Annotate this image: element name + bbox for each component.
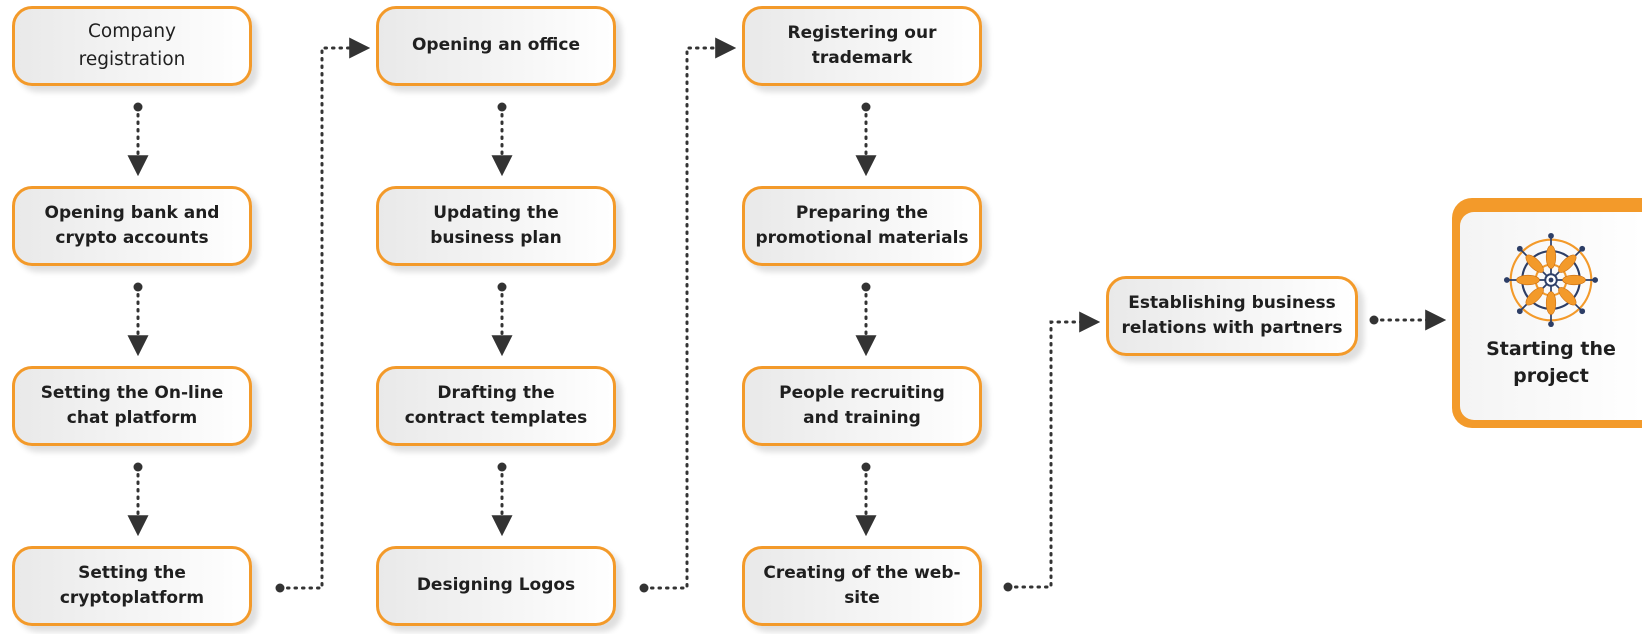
step-opening-office: Opening an office	[376, 6, 616, 86]
final-step-starting-project: Starting the project	[1460, 212, 1642, 420]
step-label: Company registration	[78, 21, 186, 70]
step-label: Setting the On-line chat platform	[40, 382, 224, 429]
step-label: Opening bank and crypto accounts	[44, 202, 220, 249]
step-opening-bank-accounts: Opening bank and crypto accounts	[12, 186, 252, 266]
step-updating-business-plan: Updating the business plan	[376, 186, 616, 266]
step-cryptoplatform: Setting the cryptoplatform	[12, 546, 252, 626]
step-drafting-contracts: Drafting the contract templates	[376, 366, 616, 446]
final-step-label: Starting the project	[1486, 338, 1616, 387]
step-registering-trademark: Registering our trademark	[742, 6, 982, 86]
step-online-chat-platform: Setting the On-line chat platform	[12, 366, 252, 446]
connector-col2-col3	[642, 37, 737, 590]
step-label: Registering our trademark	[787, 22, 937, 69]
step-promotional-materials: Preparing the promotional materials	[742, 186, 982, 266]
mandala-logo-icon	[1503, 232, 1599, 328]
step-company-registration: Company registration	[12, 6, 252, 86]
step-business-relations: Establishing business relations with par…	[1106, 276, 1358, 356]
step-label: Updating the business plan	[430, 202, 562, 249]
step-people-recruiting: People recruiting and training	[742, 366, 982, 446]
step-label: Drafting the contract templates	[404, 382, 588, 429]
step-label: Designing Logos	[416, 575, 576, 596]
step-label: Establishing business relations with par…	[1121, 292, 1343, 339]
connector-col1-col2	[278, 37, 371, 590]
connector-col3-relations	[1006, 311, 1101, 589]
step-label: Creating of the web-site	[763, 562, 961, 609]
step-label: Preparing the promotional materials	[755, 202, 969, 249]
step-label: People recruiting and training	[779, 382, 945, 429]
step-label: Opening an office	[411, 35, 580, 56]
step-designing-logos: Designing Logos	[376, 546, 616, 626]
step-label: Setting the cryptoplatform	[59, 562, 205, 609]
step-creating-website: Creating of the web-site	[742, 546, 982, 626]
